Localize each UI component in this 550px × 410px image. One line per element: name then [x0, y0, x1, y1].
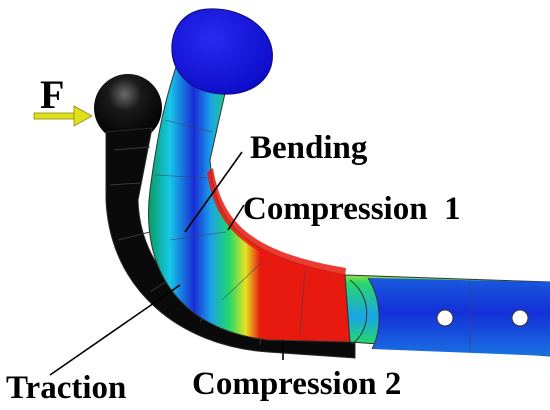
tow-ball: [171, 8, 273, 95]
compression1-label: Compression 1: [243, 191, 461, 227]
traction-label: Traction: [6, 370, 126, 406]
deformed-hook-stress-map: [148, 54, 550, 357]
undeformed-hook-shape: [94, 74, 356, 359]
bending-label: Bending: [250, 130, 368, 166]
compression1-leader-line: [227, 204, 245, 231]
force-label: F: [40, 72, 64, 117]
bolt-hole-1: [436, 309, 454, 327]
compression2-label: Compression 2: [192, 366, 401, 402]
bolt-hole-2: [511, 309, 529, 327]
bending-leader-line: [184, 151, 243, 233]
force-arrow: [33, 105, 93, 127]
traction-leader-line: [49, 284, 181, 376]
